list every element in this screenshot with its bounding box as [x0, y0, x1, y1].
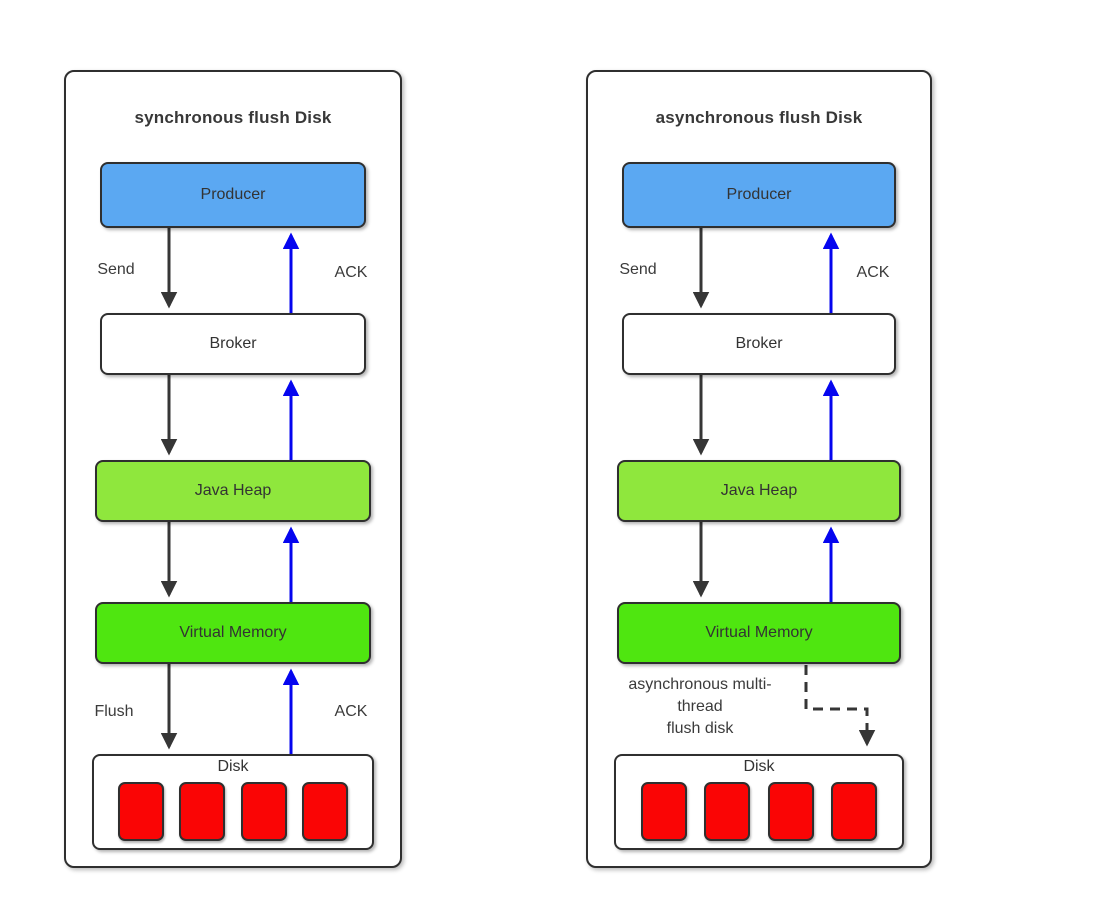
virtual-memory-node: Virtual Memory — [95, 602, 371, 664]
disk-platter — [641, 782, 688, 841]
async-flush-dashed-arrow-virtualmemory-to-disk — [804, 665, 876, 747]
disk-platter — [240, 782, 287, 841]
async-flush-diagram: asynchronous flush Disk Producer Broker … — [586, 70, 932, 868]
disk-platters — [616, 782, 902, 841]
send-label: Send — [619, 261, 657, 278]
disk-platter — [767, 782, 814, 841]
disk-node: Disk — [92, 754, 374, 850]
disk-platter — [704, 782, 751, 841]
producer-node: Producer — [100, 162, 366, 228]
diagram-title: asynchronous flush Disk — [655, 108, 863, 127]
disk-platter — [830, 782, 877, 841]
virtual-memory-node: Virtual Memory — [617, 602, 901, 664]
sync-flush-diagram: synchronous flush Disk Producer Broker J… — [64, 70, 402, 868]
flush-label: Flush — [94, 703, 134, 720]
producer-node: Producer — [622, 162, 896, 228]
broker-node: Broker — [622, 313, 896, 375]
disk-platters — [94, 782, 372, 841]
disk-label: Disk — [743, 758, 775, 775]
disk-platter — [302, 782, 349, 841]
disk-platter — [117, 782, 164, 841]
diagram-title: synchronous flush Disk — [134, 108, 332, 127]
disk-platter — [179, 782, 226, 841]
ack-upper-label: ACK — [856, 264, 890, 281]
ack-lower-label: ACK — [334, 703, 368, 720]
disk-label: Disk — [217, 758, 249, 775]
java-heap-node: Java Heap — [617, 460, 901, 522]
send-label: Send — [97, 261, 135, 278]
disk-node: Disk — [614, 754, 904, 850]
broker-node: Broker — [100, 313, 366, 375]
ack-upper-label: ACK — [334, 264, 368, 281]
async-flush-note: asynchronous multi- thread flush disk — [628, 676, 772, 737]
java-heap-node: Java Heap — [95, 460, 371, 522]
